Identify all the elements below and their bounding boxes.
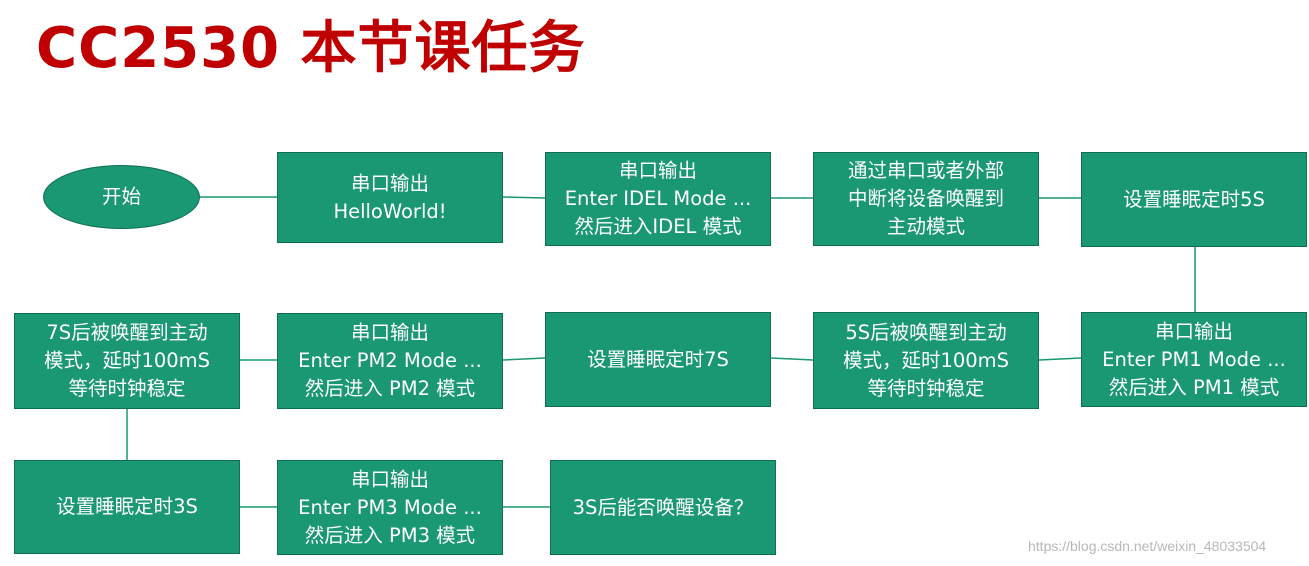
node-text-line: 等待时钟稳定 bbox=[68, 377, 186, 400]
node-text-line: 设置睡眠定时3S bbox=[56, 495, 198, 518]
node-text-line: 5S后被唤醒到主动 bbox=[845, 320, 1007, 344]
node-text-line: 串口输出 bbox=[350, 467, 429, 491]
node-text-line: 串口输出 bbox=[350, 321, 429, 344]
node-text-line: 通过串口或者外部 bbox=[847, 159, 1004, 182]
edge-sleep7-pm2 bbox=[502, 357, 546, 361]
edge-hello-idel bbox=[502, 196, 546, 199]
node-text-line: 开始 bbox=[101, 185, 141, 208]
node-text-line: HelloWorld! bbox=[333, 199, 447, 223]
node-text-line: Enter PM1 Mode ... bbox=[1102, 347, 1286, 371]
node-text-line: 模式，延时100mS bbox=[43, 349, 211, 372]
node-text-line: Enter IDEL Mode ... bbox=[564, 187, 752, 210]
watermark-url: https://blog.csdn.net/weixin_48033504 bbox=[1028, 538, 1267, 554]
node-text-line: 串口输出 bbox=[618, 159, 697, 182]
node-text-line: 然后进入IDEL 模式 bbox=[574, 215, 742, 238]
uart-pm2-node: 串口输出 Enter PM2 Mode ... 然后进入 PM2 模式 bbox=[277, 313, 503, 409]
node-text-line: 设置睡眠定时5S bbox=[1123, 187, 1265, 211]
node-text-line: 串口输出 bbox=[350, 171, 429, 195]
uart-hello-node: 串口输出 HelloWorld! bbox=[277, 152, 503, 243]
edge-wake5-sleep7 bbox=[770, 357, 814, 361]
sleep-3s-node: 设置睡眠定时3S bbox=[14, 460, 240, 554]
edge-pm1-wake5 bbox=[1038, 357, 1082, 361]
wake-uart-ext-node: 通过串口或者外部中断将设备唤醒到主动模式 bbox=[813, 152, 1039, 246]
node-text-line: 中断将设备唤醒到 bbox=[847, 187, 1004, 210]
node-text-line: 主动模式 bbox=[886, 215, 965, 238]
node-text-line: 3S后能否唤醒设备？ bbox=[572, 495, 754, 519]
node-text-line: 然后进入 PM1 模式 bbox=[1108, 375, 1280, 399]
node-text-line: 等待时钟稳定 bbox=[867, 376, 985, 400]
node-text-line: 串口输出 bbox=[1154, 319, 1233, 343]
node-text-line: 7S后被唤醒到主动 bbox=[46, 321, 208, 344]
sleep-5s-node: 设置睡眠定时5S bbox=[1081, 152, 1307, 247]
node-text-line: 然后进入 PM3 模式 bbox=[304, 523, 476, 547]
wake-7s-node: 7S后被唤醒到主动模式，延时100mS 等待时钟稳定 bbox=[14, 313, 240, 409]
node-text-line: Enter PM3 Mode ... bbox=[298, 495, 482, 519]
start-node: 开始 bbox=[43, 165, 200, 229]
node-text-line: Enter PM2 Mode ... bbox=[298, 349, 482, 372]
sleep-7s-node: 设置睡眠定时7S bbox=[545, 312, 771, 407]
uart-pm1-node: 串口输出 Enter PM1 Mode ... 然后进入 PM1 模式 bbox=[1081, 312, 1307, 407]
node-text-line: 设置睡眠定时7S bbox=[587, 347, 729, 371]
uart-pm3-node: 串口输出 Enter PM3 Mode ... 然后进入 PM3 模式 bbox=[277, 460, 503, 555]
node-text-line: 然后进入 PM2 模式 bbox=[304, 377, 476, 400]
uart-idel-node: 串口输出 Enter IDEL Mode ... 然后进入IDEL 模式 bbox=[545, 152, 771, 246]
wake-5s-node: 5S后被唤醒到主动模式，延时100mS 等待时钟稳定 bbox=[813, 312, 1039, 409]
node-text-line: 模式，延时100mS bbox=[842, 348, 1010, 372]
question-3s-node: 3S后能否唤醒设备？ bbox=[550, 460, 776, 555]
page-title: CC2530 本节课任务 bbox=[36, 16, 586, 81]
